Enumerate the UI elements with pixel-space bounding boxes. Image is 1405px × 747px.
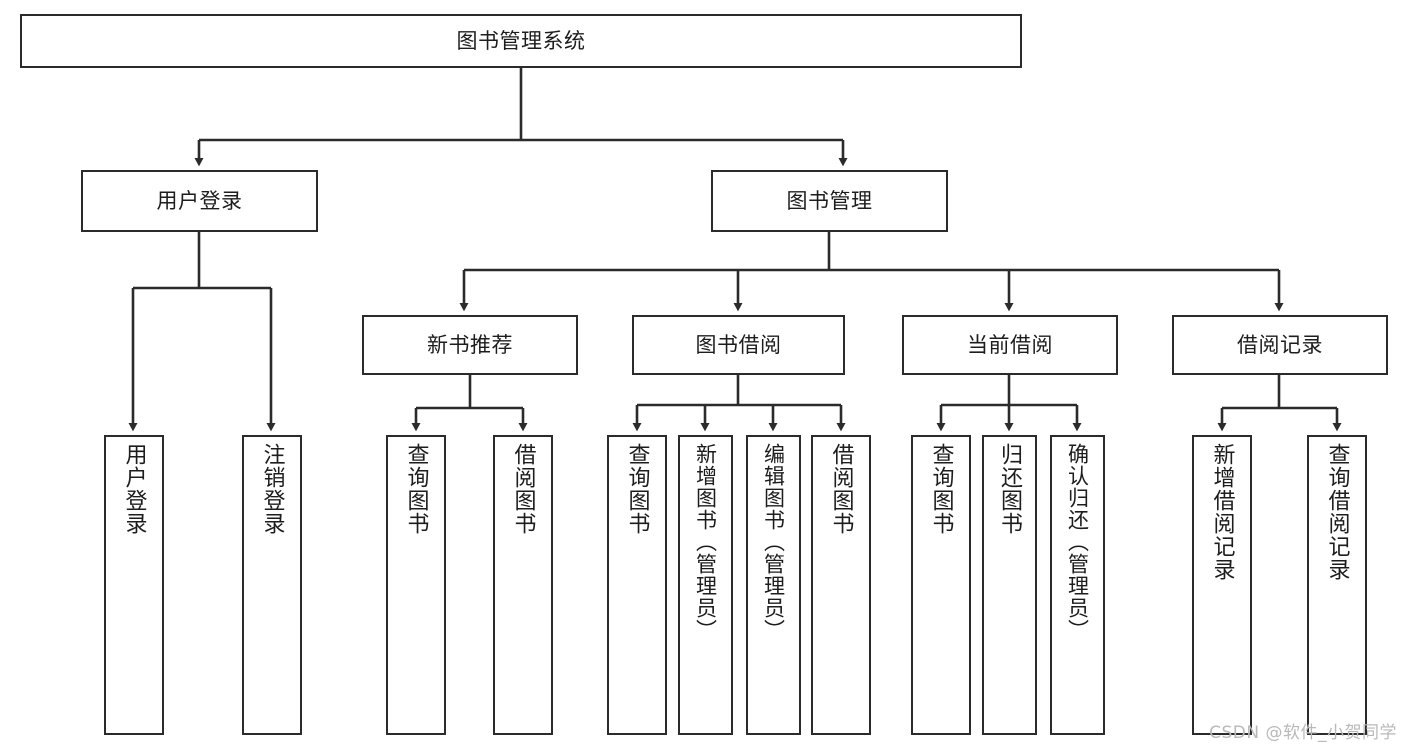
node-label: 借阅图书	[510, 443, 536, 535]
node-label: 借阅记录	[1237, 332, 1323, 357]
node-label: 新增借阅记录	[1209, 443, 1235, 581]
node-leaf-query-book-recommend[interactable]: 查询图书	[386, 435, 446, 735]
node-leaf-return-book[interactable]: 归还图书	[982, 435, 1037, 735]
node-label: 新增图书（管理员）	[693, 443, 718, 641]
node-label: 图书管理	[786, 188, 873, 213]
node-leaf-borrow-book-recommend[interactable]: 借阅图书	[493, 435, 553, 735]
node-label: 用户登录	[121, 443, 147, 535]
node-user-login[interactable]: 用户登录	[81, 170, 318, 232]
node-leaf-edit-book-admin[interactable]: 编辑图书（管理员）	[746, 435, 801, 735]
node-label: 当前借阅	[967, 332, 1053, 357]
node-label: 注销登录	[259, 443, 285, 535]
csdn-watermark: CSDN @软件_小贺同学	[1209, 723, 1397, 743]
node-leaf-confirm-return-admin[interactable]: 确认归还（管理员）	[1050, 435, 1105, 735]
node-label: 查询图书	[403, 443, 429, 535]
node-label: 确认归还（管理员）	[1065, 443, 1090, 641]
node-label: 查询图书	[624, 443, 650, 535]
node-current-borrowing[interactable]: 当前借阅	[902, 315, 1118, 375]
node-book-borrowing[interactable]: 图书借阅	[632, 315, 845, 375]
node-leaf-user-login[interactable]: 用户登录	[104, 435, 164, 735]
node-leaf-query-book-current[interactable]: 查询图书	[911, 435, 971, 735]
node-leaf-query-book-borrow[interactable]: 查询图书	[607, 435, 667, 735]
node-book-management[interactable]: 图书管理	[711, 170, 948, 232]
node-label: 新书推荐	[427, 332, 513, 357]
node-label: 图书借阅	[695, 332, 782, 357]
node-label: 编辑图书（管理员）	[761, 443, 786, 641]
node-label: 借阅图书	[828, 443, 854, 535]
node-root-book-management-system[interactable]: 图书管理系统	[20, 14, 1022, 68]
node-borrowing-record[interactable]: 借阅记录	[1172, 315, 1388, 375]
node-new-book-recommendation[interactable]: 新书推荐	[362, 315, 578, 375]
node-leaf-logout[interactable]: 注销登录	[242, 435, 302, 735]
node-leaf-query-borrow-record[interactable]: 查询借阅记录	[1307, 435, 1367, 735]
node-leaf-add-borrow-record[interactable]: 新增借阅记录	[1192, 435, 1252, 735]
node-leaf-add-book-admin[interactable]: 新增图书（管理员）	[678, 435, 733, 735]
node-label: 图书管理系统	[456, 28, 586, 53]
node-label: 归还图书	[997, 443, 1023, 535]
node-label: 查询借阅记录	[1324, 443, 1350, 581]
node-leaf-borrow-book[interactable]: 借阅图书	[811, 435, 871, 735]
node-label: 查询图书	[928, 443, 954, 535]
node-label: 用户登录	[156, 188, 243, 213]
